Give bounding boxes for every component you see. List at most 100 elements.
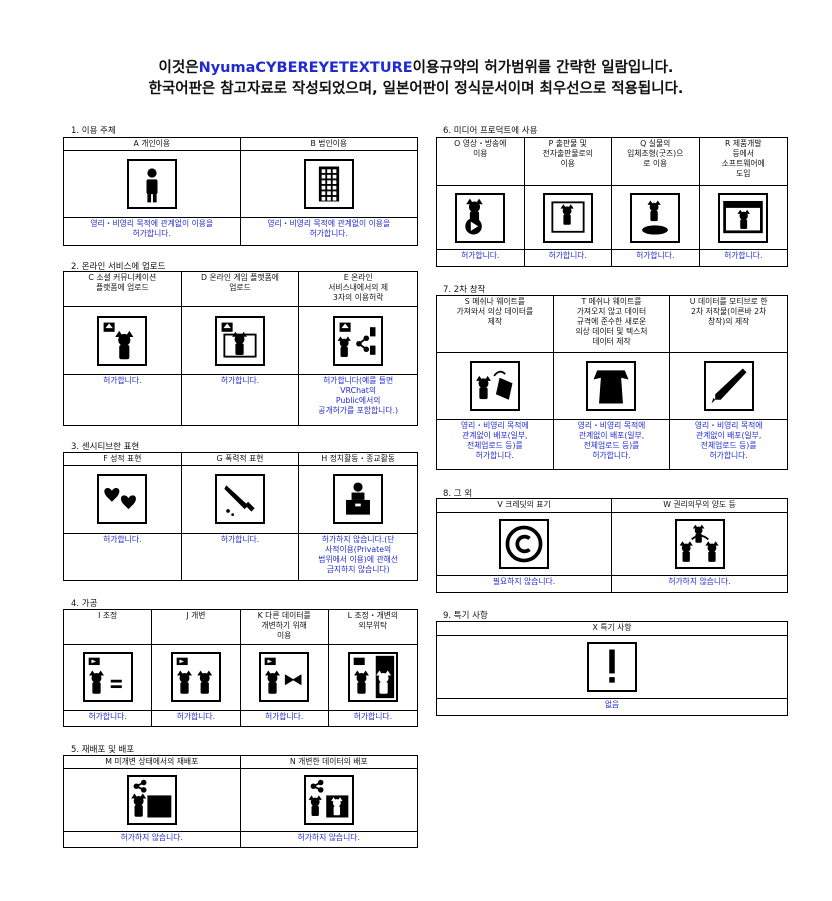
s4-item-0-label: I 조정 xyxy=(64,610,152,645)
s8-item-1-status: 허가하지 않습니다. xyxy=(668,576,731,586)
hearts-icon xyxy=(97,474,148,525)
s2-item-1-icon-box xyxy=(181,307,299,376)
s1-item-0-label: A 개인이용 xyxy=(64,138,240,151)
s5-item-1-status: 허가하지 않습니다. xyxy=(297,832,360,842)
s6-item-2-label: Q 실물의 입체조형(굿즈)으 로 이용 xyxy=(612,138,699,186)
upload-game-icon xyxy=(214,315,265,366)
section-5-title: 5. 재배포 및 배포 xyxy=(71,745,135,755)
s8-item-1-icon-box xyxy=(612,513,787,576)
mesh-reuse-icon xyxy=(469,360,520,411)
s7-item-0-icon-box xyxy=(437,353,553,421)
distribute-modified-icon xyxy=(303,774,354,825)
s4-item-2-status: 허가합니다. xyxy=(264,711,304,721)
s5-item-0-label: M 미개변 상태에서의 재배포 xyxy=(64,756,240,769)
software-icon xyxy=(718,192,769,243)
s7-item-2-label: U 데이터를 모티브로 한 2차 저작물(이른바 2차 창작)의 제작 xyxy=(670,296,787,353)
s3-item-1-label: G 폭력적 표현 xyxy=(181,453,299,466)
section-6-title: 6. 미디어 프로덕트에 사용 xyxy=(443,126,538,136)
s6-item-3-label: R 제품개발 등에서 소프트웨어에 도입 xyxy=(699,138,787,186)
section-4-title: 4. 가공 xyxy=(71,599,98,609)
pen-icon xyxy=(703,360,754,411)
s2-item-2-label: E 온라인 서비스내에서의 제 3자의 이용허락 xyxy=(299,272,417,308)
s2-item-1-status: 허가합니다. xyxy=(220,376,260,386)
s5-item-1-icon-box xyxy=(240,769,417,832)
s5-item-0-icon-box xyxy=(64,769,240,832)
use-for-other-icon xyxy=(259,652,310,703)
video-icon xyxy=(455,192,506,243)
header-line-2: 한국어판은 참고자료로 작성되었으며, 일본어판이 정식문서이며 최우선으로 적… xyxy=(148,81,684,97)
s6-item-0-icon-box xyxy=(437,186,524,251)
s1-item-0-icon-box xyxy=(64,151,240,219)
s4-item-0-status: 허가합니다. xyxy=(88,711,127,721)
s7-item-1: T 메쉬나 웨이트를 가져오지 않고 데이터 규격에 준수한 새로운 의상 데이… xyxy=(553,296,671,469)
exclamation-icon xyxy=(587,641,637,692)
s2-item-0-label: C 소셜 커뮤니케이션 플랫폼에 업로드 xyxy=(64,272,181,308)
s2-item-0-icon-box xyxy=(64,307,181,376)
s6-item-0-status: 허가합니다. xyxy=(461,251,500,261)
s6-item-2-status: 허가합니다. xyxy=(636,251,675,261)
section-9-title: 9. 특기 사항 xyxy=(443,611,488,621)
outsource-icon xyxy=(347,652,398,703)
s6-item-1-status: 허가합니다. xyxy=(548,251,587,261)
s3-item-2-status: 허가하지 않습니다.(단 사적이용(Private의 범위에서 이용)에 관해선… xyxy=(318,534,399,574)
s8-item-0-status: 필요하지 않습니다. xyxy=(492,576,556,586)
s3-item-0-label: F 성적 표현 xyxy=(64,453,181,466)
section-8-title: 8. 그 외 xyxy=(443,489,473,499)
s4-item-2-label: K 다른 데이터를 개변하기 위해 이용 xyxy=(240,610,328,645)
s7-item-1-icon-box xyxy=(553,353,670,421)
s7-item-0-status: 영리・비영리 목적에 관계없이 배포(일부, 전체업로드 등)를 허가합니다. xyxy=(460,421,529,461)
s1-item-1-icon-box xyxy=(240,151,417,219)
s1-item-1-status: 영리・비영리 목적에 관계없이 이용을 허가합니다. xyxy=(267,219,391,239)
s4-item-3-icon-box xyxy=(328,645,417,711)
s9-item-0-label: X 특기 사항 xyxy=(437,622,787,636)
transfer-icon xyxy=(674,518,725,569)
s1-item-0-status: 영리・비영리 목적에 관계없이 이용을 허가합니다. xyxy=(90,219,214,239)
s5-item-1-label: N 개변한 데이터의 배포 xyxy=(240,756,417,769)
podium-icon xyxy=(333,474,384,525)
s4-item-0-icon-box xyxy=(64,645,152,711)
section-3-title: 3. 센시티브한 표현 xyxy=(71,442,140,452)
s6-item-3-icon-box xyxy=(699,186,787,251)
knife-icon xyxy=(214,474,265,525)
s6-item-2-icon-box xyxy=(612,186,699,251)
section-2-title: 2. 온라인 서비스에 업로드 xyxy=(71,262,166,272)
s3-item-1-status: 허가합니다. xyxy=(220,534,260,544)
s3-item-0-status: 허가합니다. xyxy=(103,534,142,544)
publication-icon xyxy=(542,192,593,243)
figure-icon xyxy=(630,192,681,243)
s2-item-2-icon-box xyxy=(299,307,417,376)
building-icon xyxy=(303,159,354,210)
s7-item-1-label: T 메쉬나 웨이트를 가져오지 않고 데이터 규격에 준수한 새로운 의상 데이… xyxy=(553,296,670,353)
s7-item-2-status: 영리・비영리 목적에 관계없이 배포(일부, 전체업로드 등)를 허가합니다. xyxy=(694,421,763,461)
s6-item-3-status: 허가합니다. xyxy=(724,251,763,261)
new-clothes-icon xyxy=(586,360,637,411)
s9-item-0-icon-box xyxy=(437,636,787,699)
s3-item-0-icon-box xyxy=(64,466,181,534)
copyright-icon xyxy=(499,518,549,569)
s4-item-3-label: L 조정・개변의 외부위탁 xyxy=(328,610,417,645)
